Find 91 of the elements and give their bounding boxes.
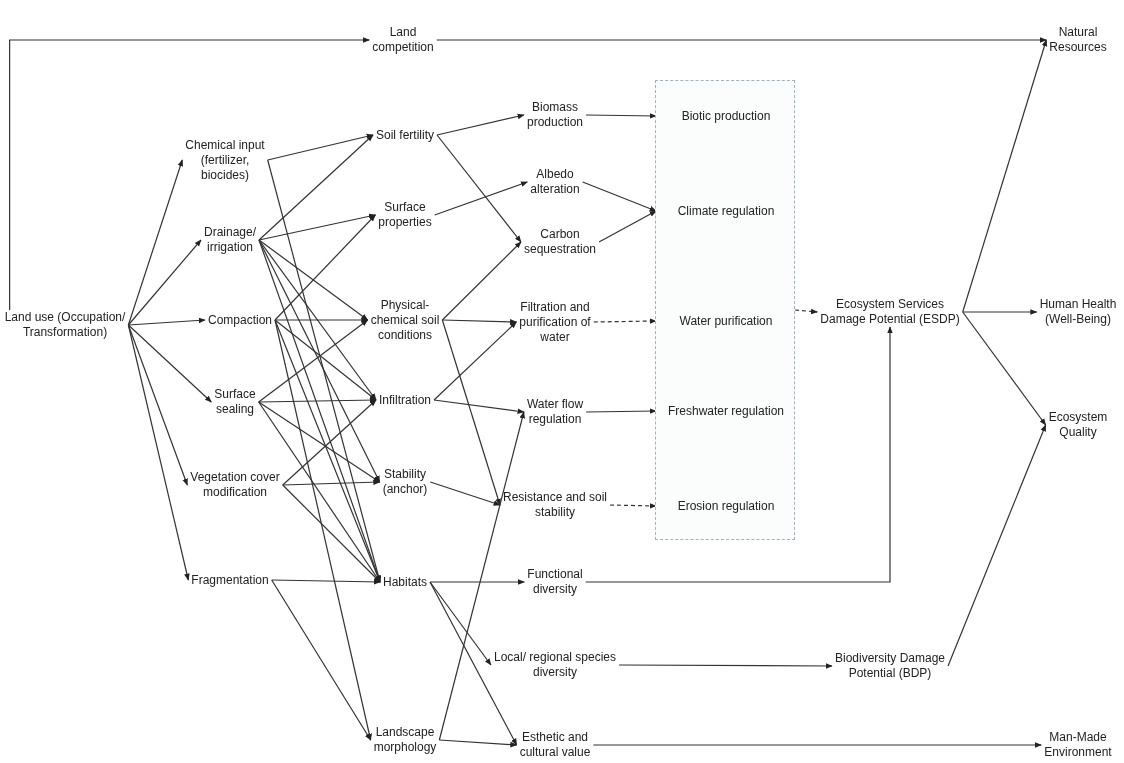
node-label: Functional diversity — [510, 567, 600, 597]
arrow — [429, 581, 518, 746]
arrow — [598, 210, 657, 243]
arrow — [592, 742, 1042, 748]
arrow — [271, 579, 381, 585]
node-label: Chemical input (fertilizer, biocides) — [175, 137, 275, 183]
arrow — [438, 411, 525, 741]
arrow — [436, 134, 522, 243]
node-label: Ecosystem Quality — [1038, 410, 1118, 440]
arrow — [282, 484, 381, 583]
arrow — [438, 739, 518, 748]
node-label: Esthetic and cultural value — [505, 730, 605, 760]
arrow — [127, 324, 212, 403]
arrow — [282, 479, 381, 486]
arrow — [433, 321, 517, 401]
arrow — [127, 239, 202, 326]
arrow — [593, 318, 657, 324]
node-label: Stability (anchor) — [365, 467, 445, 497]
arrow — [618, 663, 833, 669]
node-label: Drainage/ irrigation — [190, 225, 270, 255]
node-label: Landscape morphology — [362, 725, 448, 755]
node-label: Soil fertility — [365, 127, 445, 143]
node-label: Water flow regulation — [510, 397, 600, 427]
arrow — [258, 239, 369, 321]
arrow — [433, 399, 525, 414]
arrow — [127, 324, 190, 581]
arrow — [9, 37, 370, 311]
node-label: Resistance and soil stability — [500, 490, 610, 520]
arrow — [127, 317, 206, 326]
arrow — [436, 37, 1047, 43]
arrow — [962, 311, 1047, 426]
arrow — [441, 241, 522, 321]
node-label: Habitats — [370, 574, 440, 590]
arrow — [258, 401, 381, 483]
node-label: Freshwater regulation — [656, 403, 796, 419]
node-label: Physical-chemical soil conditions — [357, 297, 453, 343]
arrow — [429, 481, 501, 506]
arrow — [258, 213, 376, 241]
node-label: Compaction — [200, 312, 280, 328]
arrow — [962, 309, 1038, 315]
node-label: Albedo alteration — [515, 167, 595, 197]
node-label: Biomass production — [510, 100, 600, 130]
arrow — [258, 134, 374, 241]
arrow — [585, 113, 657, 119]
arrow — [582, 181, 657, 212]
arrow — [258, 239, 377, 401]
arrow — [274, 317, 369, 323]
node-label: Natural Resources — [1038, 25, 1118, 55]
arrow — [947, 424, 1047, 667]
node-label: Land use (Occupation/ Transformation) — [4, 310, 126, 340]
arrow — [585, 408, 657, 414]
arrow — [258, 319, 369, 403]
arrow — [441, 319, 517, 325]
arrow — [274, 319, 377, 401]
arrow — [585, 326, 893, 583]
node-label: Local/ regional species diversity — [492, 650, 618, 680]
node-label: Erosion regulation — [656, 498, 796, 514]
arrow — [267, 159, 382, 583]
node-label: Water purification — [656, 313, 796, 329]
arrow — [127, 324, 188, 486]
arrow — [258, 397, 377, 403]
node-label: Climate regulation — [656, 203, 796, 219]
node-label: Man-Made Environment — [1033, 730, 1123, 760]
arrow — [962, 39, 1048, 313]
node-label: Surface sealing — [195, 387, 275, 417]
arrow — [127, 159, 183, 326]
arrow — [429, 579, 525, 585]
arrow — [258, 401, 381, 583]
arrow — [429, 581, 492, 666]
arrow — [434, 181, 528, 216]
arrow — [271, 579, 372, 741]
node-label: Surface properties — [365, 200, 445, 230]
arrow — [609, 503, 657, 509]
node-label: Fragmentation — [185, 572, 275, 588]
arrow — [282, 399, 377, 486]
node-label: Vegetation cover modification — [185, 470, 285, 500]
arrow — [267, 133, 374, 161]
arrow — [794, 308, 818, 315]
node-label: Biotic production — [656, 108, 796, 124]
dotted-group-box — [655, 80, 795, 540]
arrow — [436, 113, 525, 136]
arrow — [441, 319, 501, 506]
node-label: Filtration and purification of water — [505, 299, 605, 345]
node-label: Land competition — [358, 25, 448, 55]
node-label: Biodiversity Damage Potential (BDP) — [810, 651, 970, 681]
node-label: Carbon sequestration — [512, 227, 608, 257]
node-label: Infiltration — [365, 392, 445, 408]
arrow — [274, 214, 376, 321]
arrow — [274, 319, 372, 741]
node-label: Ecosystem Services Damage Potential (ESDP) — [815, 297, 965, 327]
node-label: Human Health (Well-Being) — [1032, 297, 1124, 327]
